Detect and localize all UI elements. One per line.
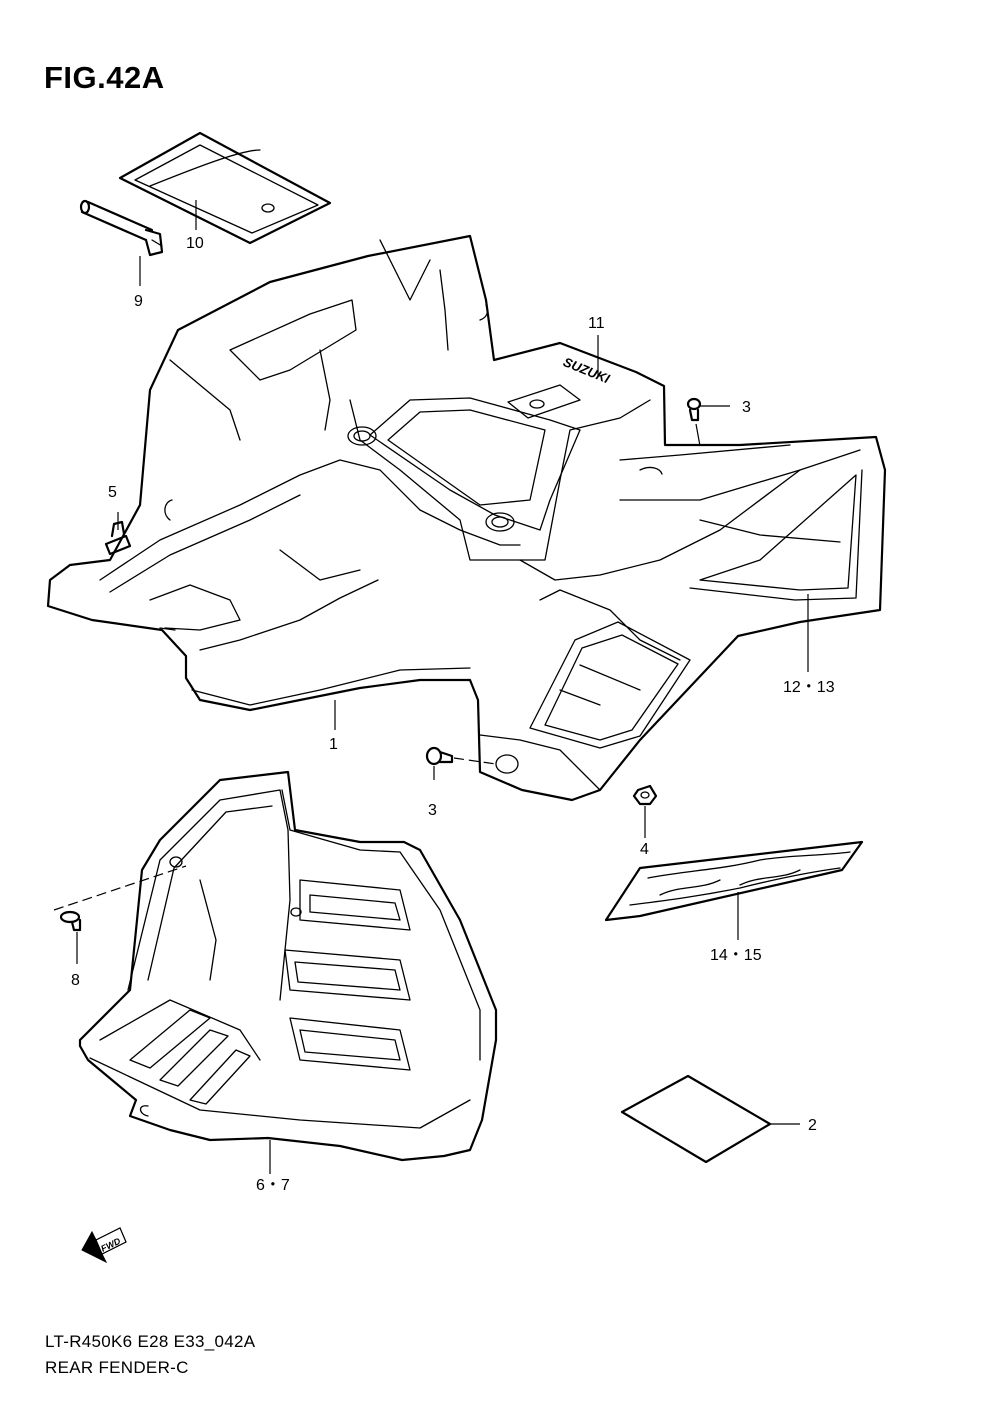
callout-9: 9: [134, 293, 143, 310]
part-8-screw: [53, 865, 187, 964]
part-1-rear-fender: [46, 234, 887, 802]
part-2-label: [620, 1074, 800, 1164]
callout-11: 11: [588, 315, 605, 332]
callout-3-upper: 3: [742, 399, 751, 416]
callout-10: 10: [186, 235, 204, 252]
fwd-direction-arrow: FWD: [81, 1227, 127, 1264]
callout-2: 2: [808, 1117, 817, 1134]
part-3-lower-bolt: [425, 746, 497, 780]
callout-6-7: 6・7: [256, 1177, 290, 1194]
callout-14-15: 14・15: [710, 947, 762, 964]
part-9-pin: [79, 199, 164, 257]
callout-5: 5: [108, 484, 117, 501]
callout-4: 4: [640, 841, 649, 858]
figure-title: FIG.42A: [44, 60, 165, 95]
callout-8: 8: [71, 972, 80, 989]
part-3-upper-bolt: [686, 397, 730, 447]
callout-3-lower: 3: [428, 802, 437, 819]
part-5-clip: [104, 512, 132, 556]
callout-1: 1: [329, 736, 338, 753]
part-6-7-side-guard: [78, 770, 498, 1174]
part-14-15-side-decal: [604, 840, 864, 940]
part-4-nut: [632, 784, 658, 838]
section-name: REAR FENDER-C: [45, 1358, 189, 1377]
model-code: LT-R450K6 E28 E33_042A: [45, 1332, 256, 1351]
callout-12-13: 12・13: [783, 679, 835, 696]
part-10-pad: [118, 131, 332, 245]
